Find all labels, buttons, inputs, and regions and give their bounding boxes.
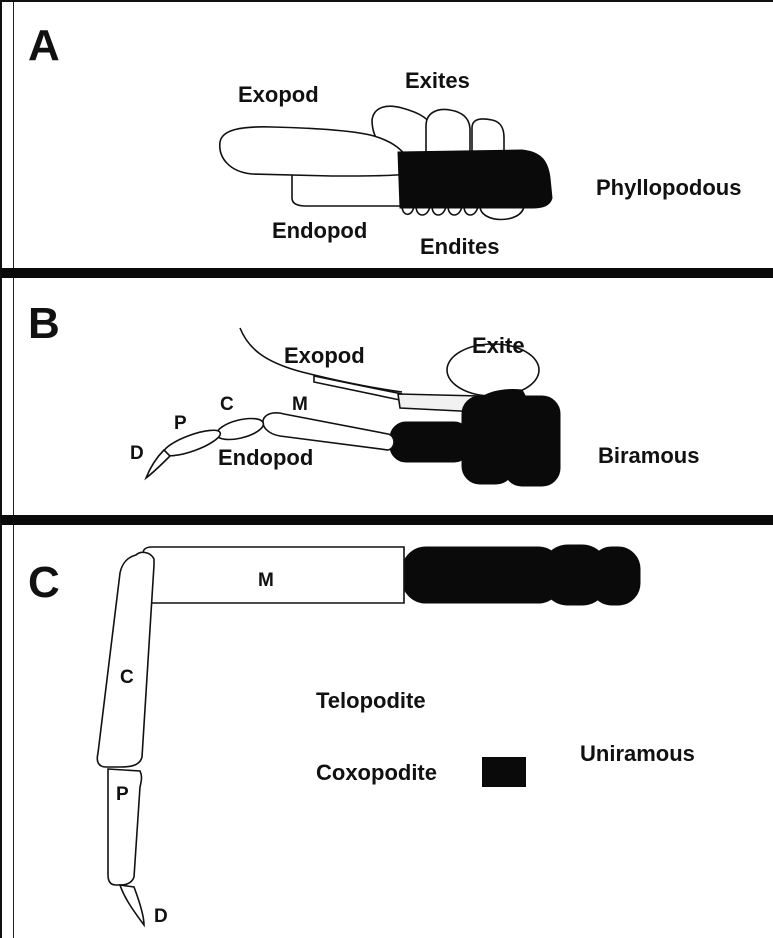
- label-exopod: Exopod: [238, 82, 319, 107]
- coxopodite-block: [402, 545, 640, 605]
- legend-coxopodite-swatch: [482, 757, 526, 787]
- panel-a-phyllopodous: A Exopod Exites Endopod Endites Phyllopo…: [0, 0, 773, 268]
- legend-coxopodite: Coxopodite: [316, 760, 437, 785]
- panel-letter: C: [28, 558, 60, 607]
- legend-telopodite: Telopodite: [316, 688, 426, 713]
- segment-dactyl: [120, 885, 144, 925]
- segment-carpus: [97, 552, 154, 767]
- label-endopod: Endopod: [272, 218, 367, 243]
- segment-carpus: [215, 414, 266, 443]
- panel-b-biramous: B Exopod Exite Endopod D P C M Biramous: [0, 268, 773, 515]
- panel-letter: A: [28, 21, 60, 70]
- label-seg-p: P: [174, 413, 187, 434]
- exopod-shaft: [314, 376, 402, 400]
- type-label: Uniramous: [580, 741, 695, 766]
- label-exopod: Exopod: [284, 343, 365, 368]
- coxopodite-block: [398, 150, 552, 208]
- label-seg-p: P: [116, 784, 129, 805]
- label-endopod: Endopod: [218, 445, 313, 470]
- panel-c-drawing: C M C P D Telopodite Coxopodite Uniramou…: [2, 525, 773, 938]
- panel-c-uniramous: C M C P D Telopodite Coxopodite Uniramou…: [0, 515, 773, 938]
- type-label: Phyllopodous: [596, 175, 741, 200]
- label-endites: Endites: [420, 234, 499, 259]
- label-exite: Exite: [472, 333, 525, 358]
- label-seg-d: D: [130, 443, 144, 464]
- type-label: Biramous: [598, 443, 699, 468]
- label-seg-c: C: [120, 667, 134, 688]
- label-seg-c: C: [220, 394, 234, 415]
- panel-b-drawing: B Exopod Exite Endopod D P C M Biramous: [2, 278, 773, 515]
- segment-dactyl: [146, 450, 170, 478]
- label-seg-m: M: [258, 570, 274, 591]
- label-exites: Exites: [405, 68, 470, 93]
- panel-a-drawing: A Exopod Exites Endopod Endites Phyllopo…: [2, 2, 773, 270]
- label-seg-m: M: [292, 394, 308, 415]
- panel-letter: B: [28, 299, 60, 348]
- label-seg-d: D: [154, 906, 168, 927]
